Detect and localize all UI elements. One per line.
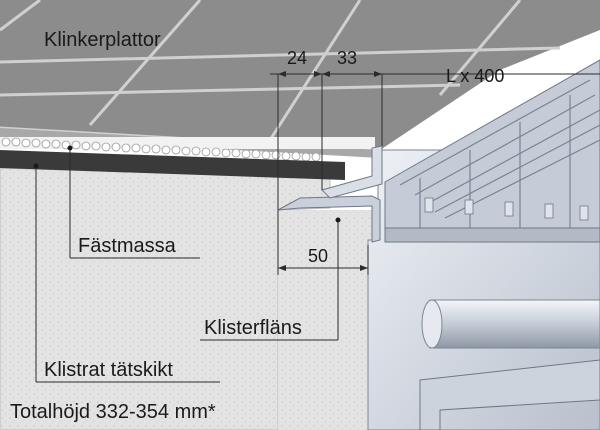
- dim-33-label: 33: [337, 48, 357, 68]
- membrane-label: Klistrat tätskikt: [44, 359, 173, 381]
- dimension-lines: [270, 73, 600, 275]
- flange-profile: [277, 195, 381, 243]
- grate-bars: [399, 79, 600, 236]
- grate-dimension-label: L x 400: [446, 66, 504, 86]
- flange-label: Klisterfläns: [204, 317, 302, 339]
- leader-lines: [35, 148, 339, 383]
- pipe-end: [421, 299, 443, 349]
- grate-top: [384, 59, 600, 241]
- tile-surface: [0, 0, 600, 150]
- dim-24-label: 24: [287, 48, 307, 68]
- grate-teeth: [424, 197, 589, 221]
- membrane-layer: [0, 150, 345, 180]
- pipe: [429, 299, 600, 349]
- concrete-right: [278, 210, 378, 430]
- membrane-marker: [33, 163, 39, 169]
- adhesive-label: Fästmassa: [78, 235, 177, 257]
- total-height-label: Totalhöjd 332-354 mm*: [10, 401, 216, 423]
- grate-edge: [384, 227, 600, 243]
- bottom-bracket: [419, 359, 600, 430]
- adhesive-marker: [67, 145, 73, 151]
- tiles-label: Klinkerplattor: [44, 29, 161, 51]
- dimension-arrows: [278, 71, 382, 271]
- flange-marker: [335, 217, 341, 223]
- dim-50-label: 50: [308, 246, 328, 266]
